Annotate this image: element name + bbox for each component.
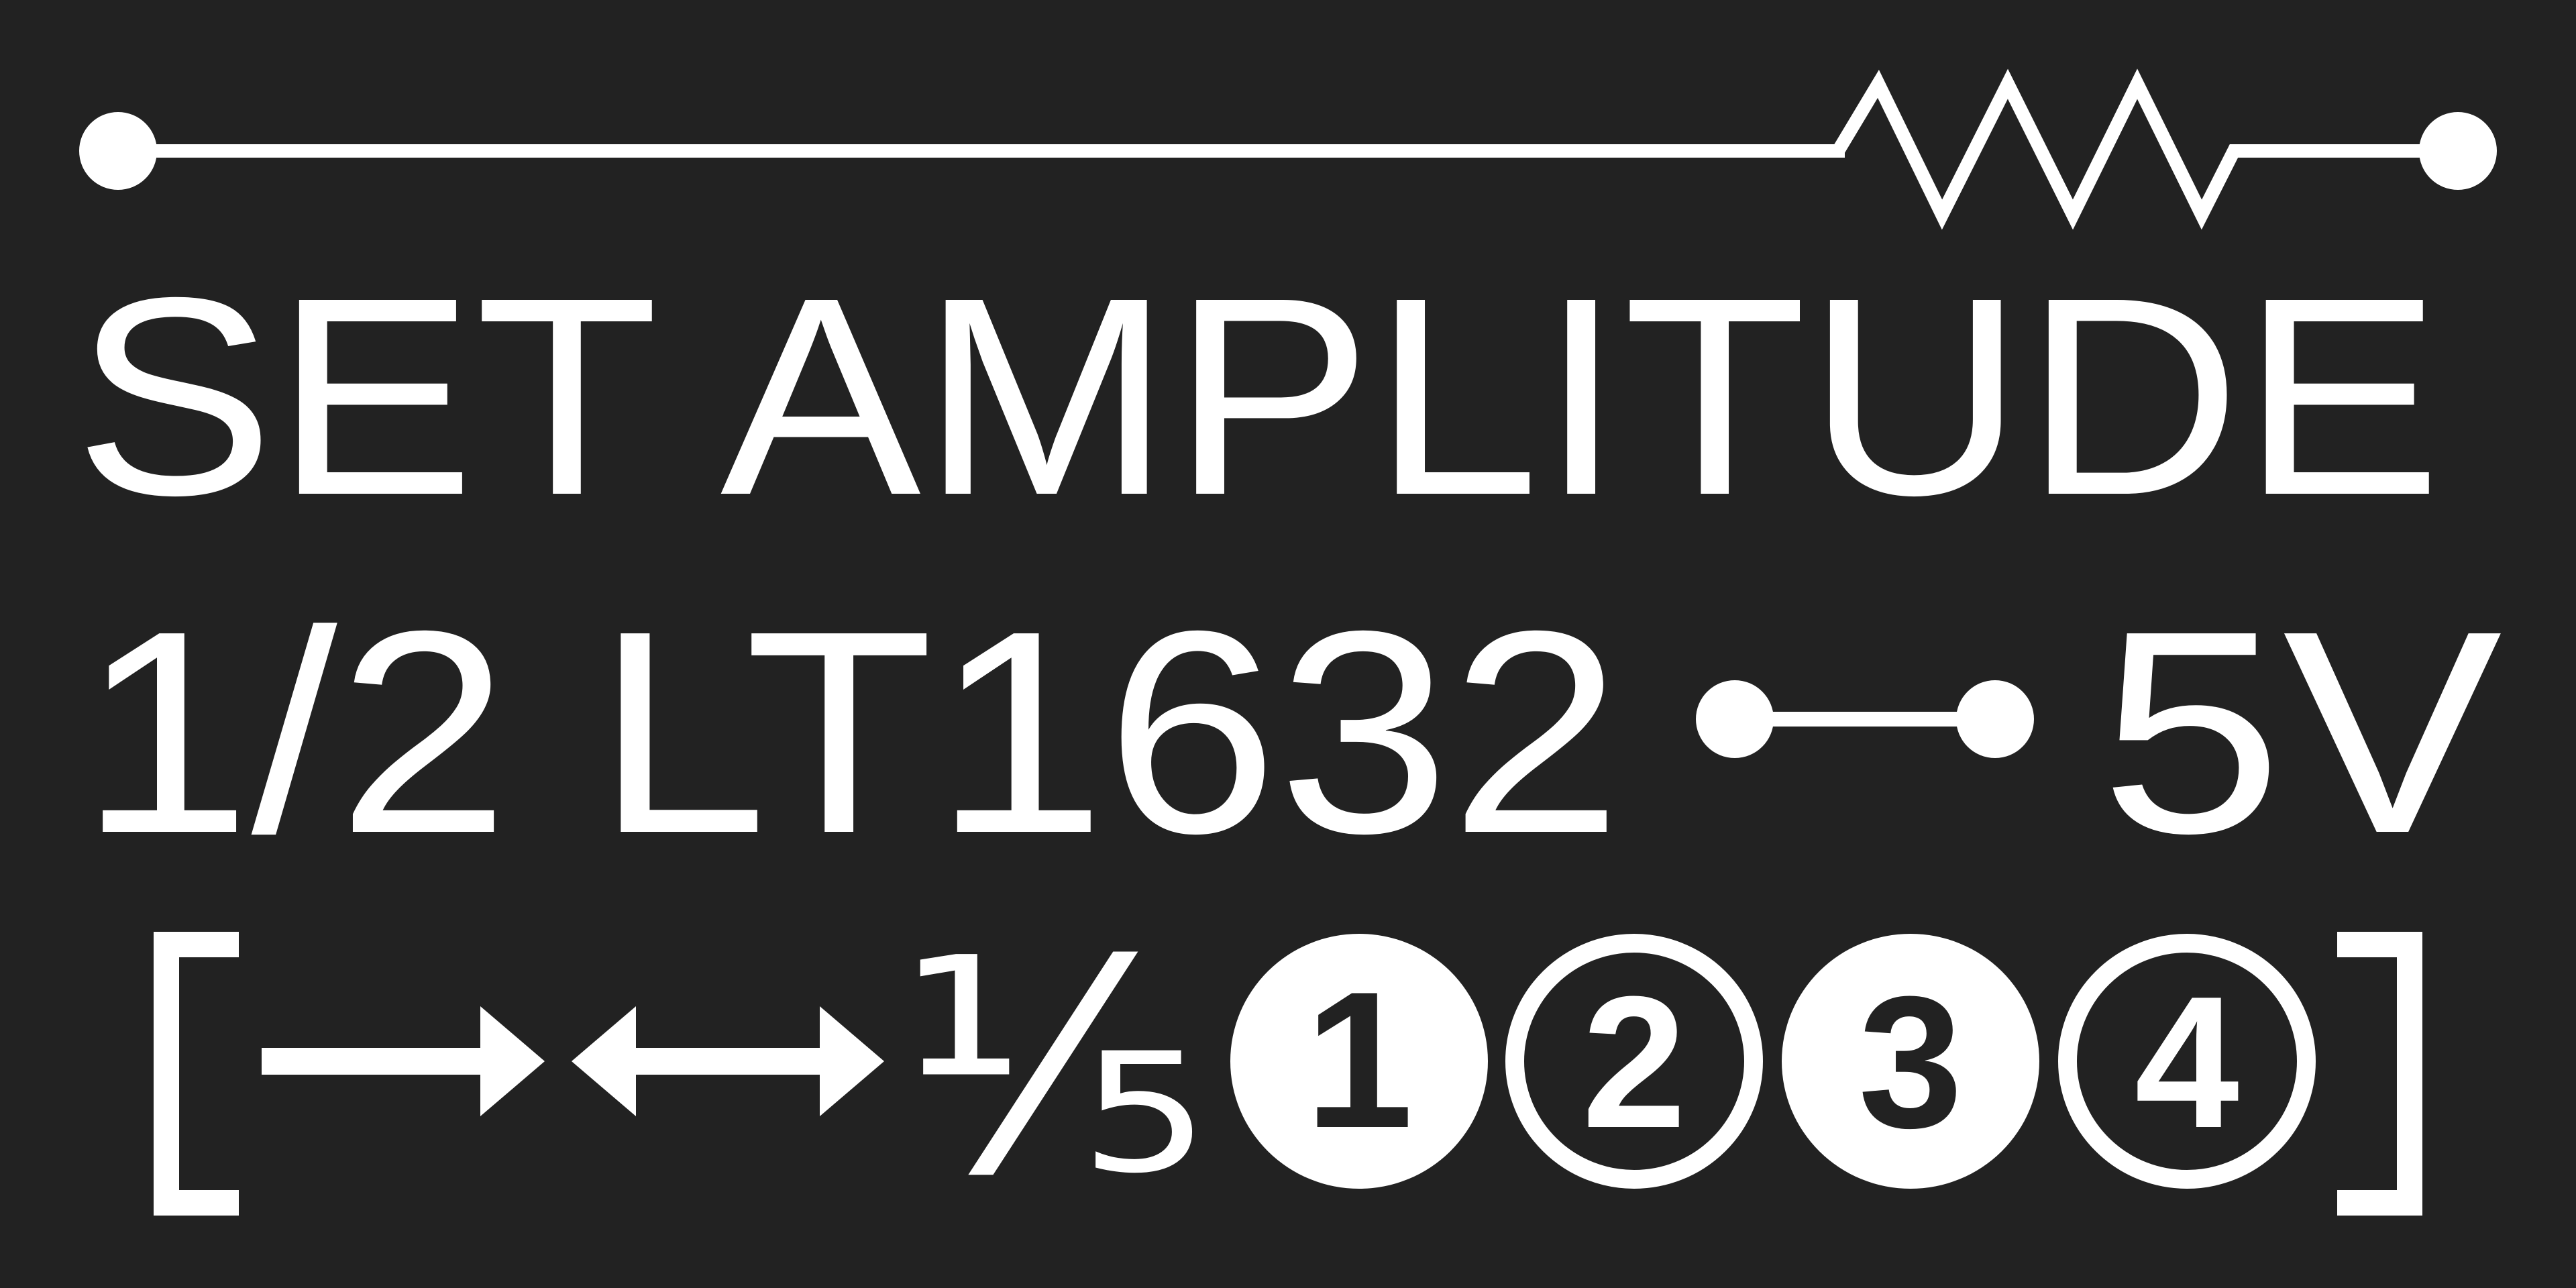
wire-connector-icon [1696,680,2034,758]
circled-numeral-3-icon: 3 [1782,934,2039,1189]
open-bracket-icon [154,932,239,1216]
left-right-arrow-icon [572,1006,884,1116]
circled-numeral-1-icon: 1 [1230,934,1488,1189]
circled-numeral-1-text: 1 [1305,951,1413,1169]
circled-numeral-4-text: 4 [2135,958,2241,1167]
voltage-text: 5V [2100,572,2504,894]
circled-numeral-2-text: 2 [1582,958,1686,1167]
circled-numeral-2-icon: 2 [1505,934,1763,1189]
resistor-symbol-icon [79,68,2497,230]
right-arrow-icon [262,1006,545,1116]
part-number-text: 1/2 LT1632 [79,572,1622,894]
one-fifth-fraction-text: ⅕ [899,904,1208,1234]
close-bracket-icon [2337,932,2422,1216]
circled-numeral-3-text: 3 [1858,958,1963,1167]
circled-numeral-4-icon: 4 [2058,934,2316,1189]
headline-text: SET AMPLITUDE [74,239,2442,554]
